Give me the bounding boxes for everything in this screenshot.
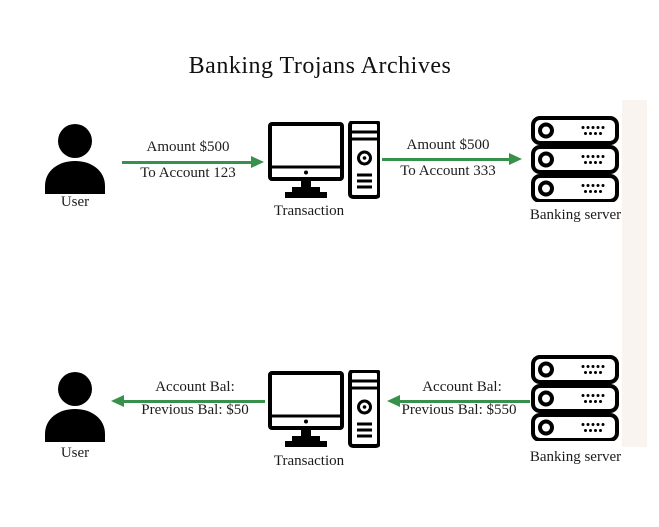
transaction-computer-icon [268, 121, 380, 201]
arrow-line [122, 161, 251, 164]
transaction-label: Transaction [273, 203, 345, 219]
banking-server-label: Banking server [529, 449, 622, 465]
page-title: Banking Trojans Archives [188, 53, 452, 79]
arrow-top-text: Amount $500 [146, 139, 230, 155]
arrow-top-text: Account Bal: [422, 379, 502, 395]
arrow-bottom-text: Previous Bal: $550 [401, 402, 517, 418]
arrow-bottom-text: To Account 333 [400, 163, 496, 179]
arrow-head-right-icon [509, 153, 522, 165]
user-label: User [60, 194, 90, 210]
arrow-top-text: Account Bal: [155, 379, 235, 395]
user-icon [44, 372, 106, 442]
user-label: User [60, 445, 90, 461]
transaction-computer-icon [268, 370, 380, 450]
user-icon [44, 124, 106, 194]
banking-server-icon [531, 355, 619, 441]
arrow-line [400, 400, 530, 403]
arrow-bottom-text: Previous Bal: $50 [141, 402, 249, 418]
arrow-top-text: Amount $500 [406, 137, 490, 153]
banking-server-label: Banking server [529, 207, 622, 223]
arrow-head-right-icon [251, 156, 264, 168]
arrow-head-left-icon [111, 395, 124, 407]
arrow-line [382, 158, 509, 161]
arrow-bottom-text: To Account 123 [140, 165, 236, 181]
banking-server-icon [531, 116, 619, 202]
transaction-label: Transaction [273, 453, 345, 469]
right-edge-strip [622, 100, 647, 447]
arrow-line [124, 400, 265, 403]
arrow-head-left-icon [387, 395, 400, 407]
